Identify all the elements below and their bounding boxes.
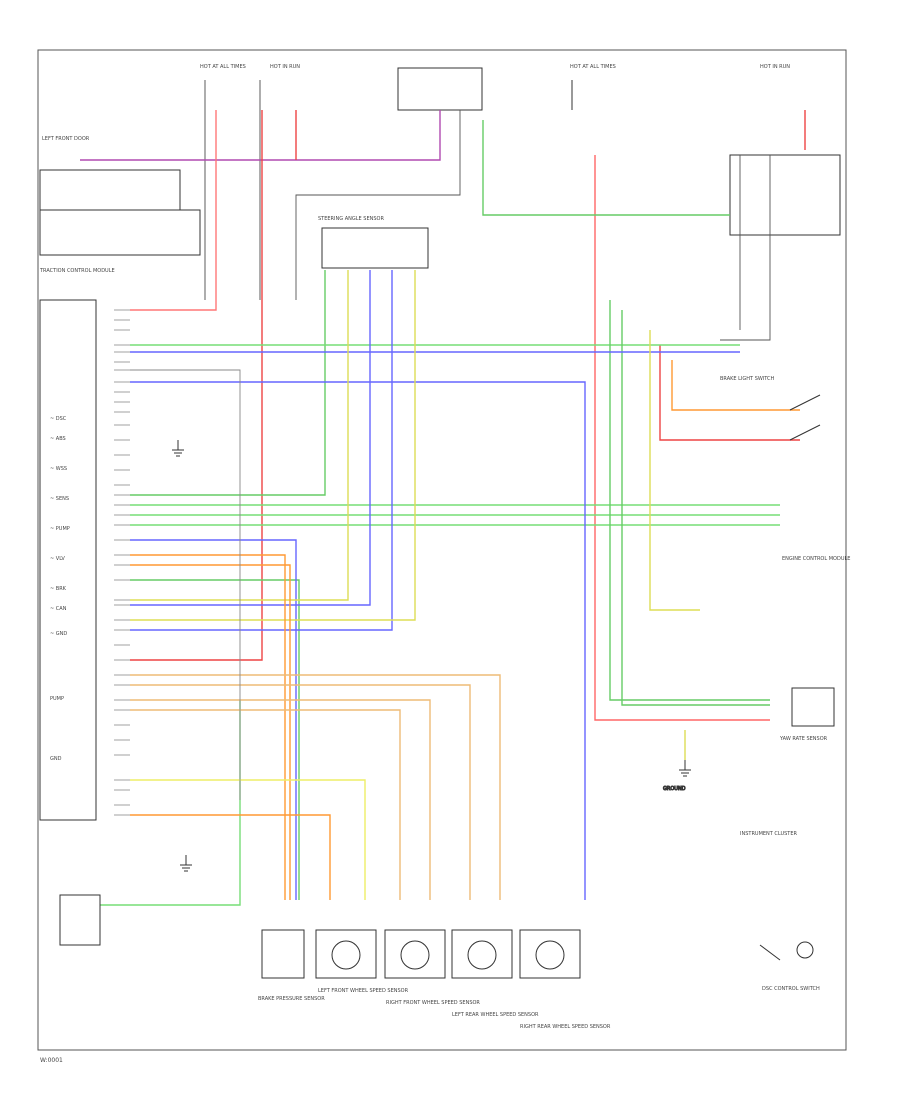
- svg-text:~ DSC: ~ DSC: [50, 416, 67, 422]
- wheel-lf-label: LEFT FRONT WHEEL SPEED SENSOR: [318, 988, 409, 994]
- wheel-rf-box: [384, 929, 446, 979]
- module-pin-rows: ~ DSC ~ ABS ~ WSS ~ SENS ~ PUMP ~ VLV ~ …: [50, 416, 70, 762]
- ground-label: GROUND: [663, 786, 686, 792]
- yaw-sensor-label: YAW RATE SENSOR: [779, 736, 828, 742]
- dsc-switch: DSC CONTROL SWITCH: [759, 941, 820, 992]
- engine-module-label: ENGINE CONTROL MODULE: [782, 556, 850, 562]
- svg-text:~ WSS: ~ WSS: [50, 466, 67, 472]
- fuse-label-1: HOT AT ALL TIMES: [200, 64, 246, 70]
- svg-text:PUMP: PUMP: [50, 696, 64, 702]
- diagram-border: [37, 49, 847, 1051]
- fuse-label-2: HOT IN RUN: [270, 64, 300, 70]
- wheel-lf-box: [315, 929, 377, 979]
- door-label: LEFT FRONT DOOR: [42, 136, 90, 142]
- brake-switch: BRAKE LIGHT SWITCH: [720, 376, 821, 441]
- module-connector-pins: [114, 309, 130, 816]
- wires: [80, 110, 806, 906]
- lf-door-switch: LEFT FRONT DOOR: [39, 136, 201, 256]
- instrument-label: INSTRUMENT CLUSTER: [740, 831, 798, 837]
- module-label: TRACTION CONTROL MODULE: [39, 268, 115, 274]
- dsc-switch-label: DSC CONTROL SWITCH: [762, 986, 820, 992]
- svg-text:~ GND: ~ GND: [50, 631, 67, 637]
- steering-sensor-box: [321, 227, 429, 269]
- svg-text:~ PUMP: ~ PUMP: [50, 526, 70, 532]
- fuse-block-right: HOT AT ALL TIMES HOT IN RUN: [570, 64, 841, 236]
- yaw-sensor-box: [791, 687, 835, 727]
- wheel-rf-label: RIGHT FRONT WHEEL SPEED SENSOR: [386, 1000, 480, 1006]
- brake-pressure-label: BRAKE PRESSURE SENSOR: [258, 996, 325, 1002]
- fuse-label-3: HOT AT ALL TIMES: [570, 64, 616, 70]
- wheel-rr-label: RIGHT REAR WHEEL SPEED SENSOR: [520, 1024, 611, 1030]
- svg-text:~ ABS: ~ ABS: [50, 436, 66, 442]
- fuse-block-left: HOT AT ALL TIMES HOT IN RUN: [200, 64, 300, 300]
- seat-module-box: [59, 894, 101, 946]
- svg-text:~ VLV: ~ VLV: [50, 556, 65, 562]
- steering-sensor-label: STEERING ANGLE SENSOR: [318, 216, 384, 222]
- brake-switch-label: BRAKE LIGHT SWITCH: [720, 376, 775, 382]
- footer-code: W:0001: [40, 1057, 63, 1064]
- svg-text:GND: GND: [50, 756, 62, 762]
- svg-text:~ CAN: ~ CAN: [50, 606, 67, 612]
- wheel-sensors: BRAKE PRESSURE SENSOR LEFT FRONT WHEEL S…: [59, 894, 611, 1030]
- brake-pressure-box: [261, 929, 305, 979]
- relay-box: [397, 67, 483, 111]
- ground-symbols: GROUND: [172, 440, 691, 872]
- svg-text:~ BRK: ~ BRK: [50, 586, 67, 592]
- fuse-label-4: HOT IN RUN: [760, 64, 790, 70]
- wheel-rr-box: [519, 929, 581, 979]
- wheel-lr-label: LEFT REAR WHEEL SPEED SENSOR: [452, 1012, 539, 1018]
- control-module: ~ DSC ~ ABS ~ WSS ~ SENS ~ PUMP ~ VLV ~ …: [39, 268, 115, 821]
- svg-text:~ SENS: ~ SENS: [50, 496, 69, 502]
- wheel-lr-box: [451, 929, 513, 979]
